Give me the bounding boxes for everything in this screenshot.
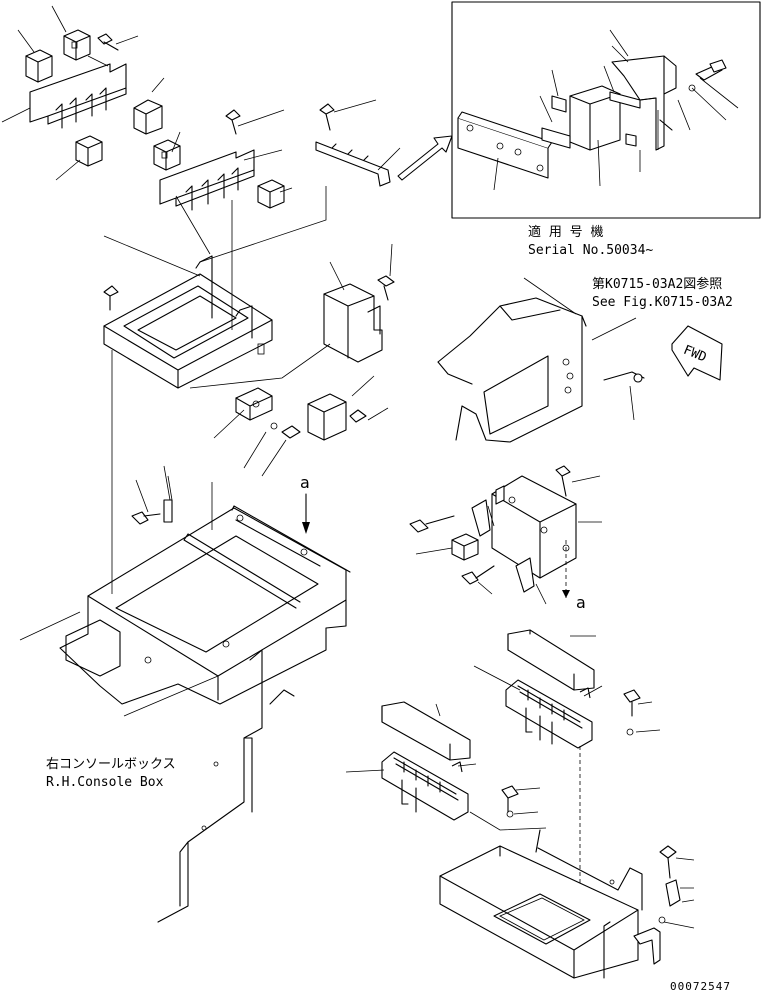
inset-detail: [451, 1, 761, 219]
connector-blocks: [345, 629, 661, 924]
view-a-top-label: a: [300, 473, 310, 492]
serial-line1: 適 用 号 機: [528, 224, 603, 240]
controller-box: [323, 243, 395, 363]
console-panel: [157, 649, 263, 923]
view-a-bottom-label: a: [576, 593, 586, 612]
bottom-tray: [439, 829, 695, 979]
drawing-number: 00072547: [670, 980, 731, 993]
detail-arrow: [397, 135, 453, 181]
small-parts: [189, 343, 389, 477]
ref-line1: 第K0715-03A2図参照: [592, 276, 722, 292]
ref-line2: See Fig.K0715-03A2: [592, 295, 733, 310]
console-jp-label: 右コンソールボックス: [46, 757, 176, 772]
right-bracket: [409, 465, 602, 605]
base-frame: [19, 350, 351, 717]
mounting-frame: [103, 186, 327, 389]
cab-corner: [437, 277, 645, 443]
serial-line2: Serial No.50034~: [528, 243, 653, 258]
relay-group-mid: [153, 109, 293, 211]
inset-frame: [451, 1, 761, 219]
console-en-label: R.H.Console Box: [46, 775, 164, 790]
fwd-arrow: FWD: [671, 325, 723, 381]
bar-bracket: [315, 99, 401, 187]
relay-group-left: [1, 5, 165, 181]
